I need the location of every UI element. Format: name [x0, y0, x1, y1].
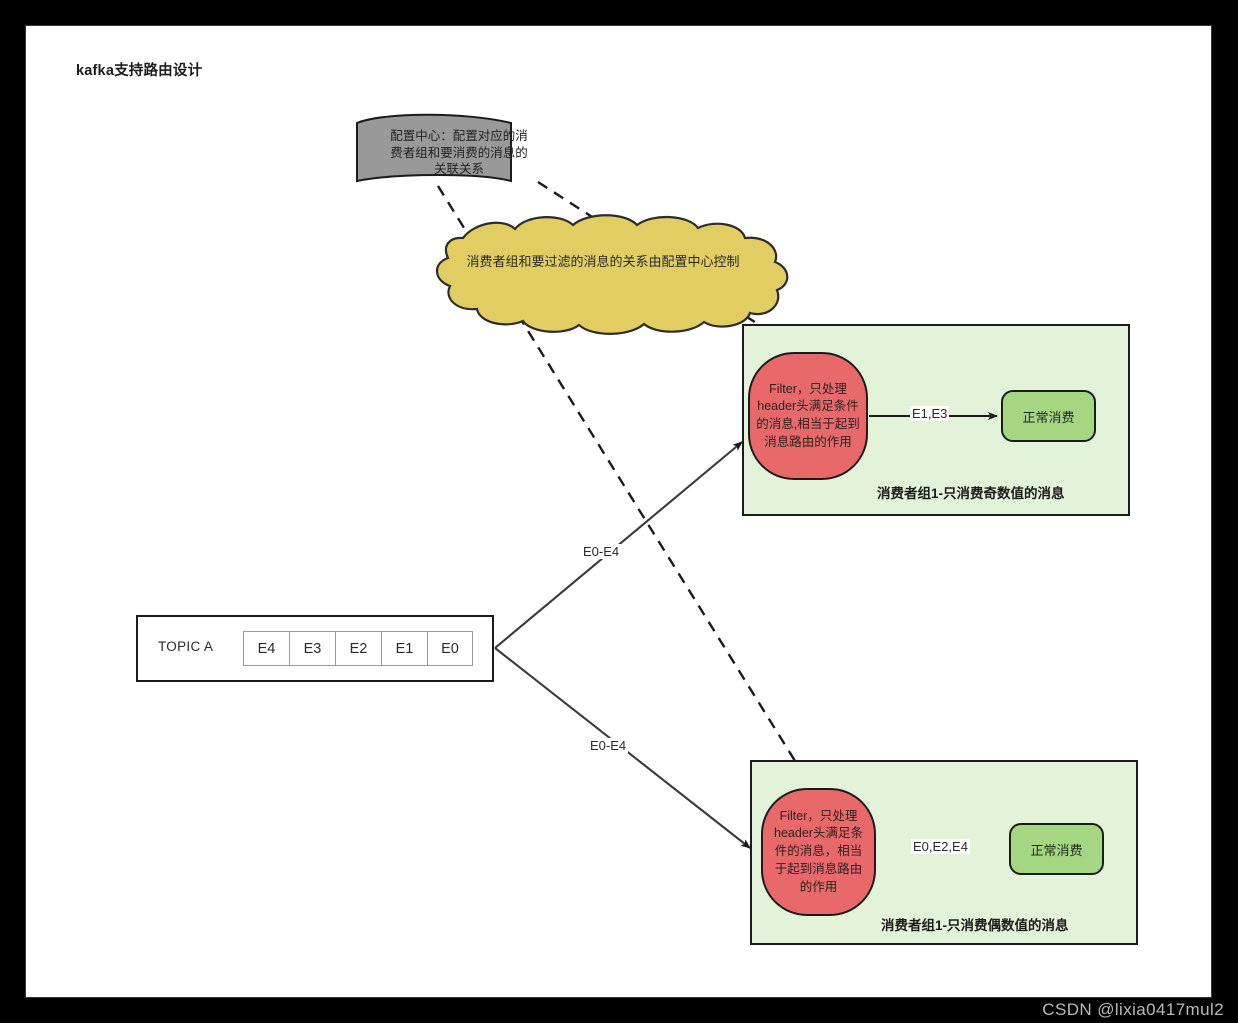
flow-label-to-group-top: E0-E4 [581, 544, 622, 559]
topic-name: TOPIC A [158, 639, 214, 654]
config-center-label: 配置中心：配置对应的消费者组和要消费的消息的关联关系 [390, 129, 528, 177]
filter-node-bottom[interactable]: Filter，只处理header头满足条件的消息，相当于起到消息路由的作用 [761, 788, 876, 916]
flow-label-to-group-bottom: E0-E4 [588, 738, 629, 753]
consume-node-top[interactable]: 正常消费 [1001, 390, 1096, 442]
topic-message-cell[interactable]: E2 [335, 631, 381, 666]
shape-layer [356, 113, 789, 335]
topic-message-cell[interactable]: E0 [427, 631, 473, 666]
filter-node-top[interactable]: Filter，只处理header头满足条件的消息,相当于起到消息路由的作用 [748, 352, 868, 480]
edge-label-bottom: E0,E2,E4 [911, 839, 970, 854]
config-center-shape[interactable] [356, 113, 512, 183]
page-title: kafka支持路由设计 [76, 63, 203, 79]
topic-message-queue: E4 E3 E2 E1 E0 [243, 631, 473, 666]
edge-label-top: E1,E3 [910, 406, 950, 421]
consumer-group-caption-bottom: 消费者组1-只消费偶数值的消息 [881, 918, 1069, 933]
consume-node-bottom[interactable]: 正常消费 [1009, 823, 1104, 875]
cloud-label: 消费者组和要过滤的消息的关系由配置中心控制 [466, 254, 740, 270]
cloud-shape[interactable] [435, 214, 789, 335]
topic-message-cell[interactable]: E1 [381, 631, 427, 666]
topic-message-cell[interactable]: E4 [243, 631, 289, 666]
watermark: CSDN @lixia0417mul2 [1042, 1000, 1224, 1019]
topic-message-cell[interactable]: E3 [289, 631, 335, 666]
consumer-group-caption-top: 消费者组1-只消费奇数值的消息 [877, 486, 1065, 501]
diagram-canvas: kafka支持路由设计 配置中心：配置对应的消费者组和要消费的消息的关联关系 消… [25, 25, 1212, 998]
